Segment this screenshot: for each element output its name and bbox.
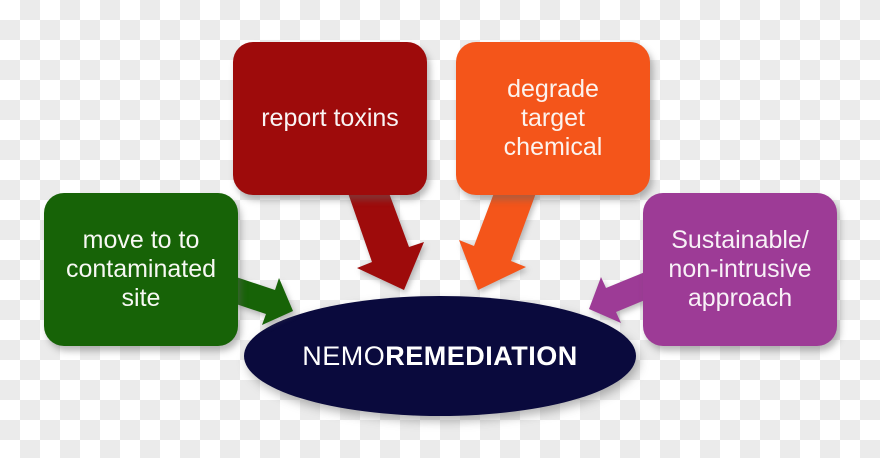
node-label: Sustainable/ non-intrusive approach — [668, 226, 812, 312]
center-ellipse — [244, 296, 636, 416]
node-label: move to to contaminated site — [65, 226, 217, 312]
center-title-prefix: NEMO — [302, 340, 386, 371]
arrow-from-degrade-chemical — [459, 193, 536, 290]
node-label: report toxins — [261, 104, 399, 132]
center-title-suffix: REMEDIATION — [385, 340, 578, 371]
node-degrade-target-chemical: degrade target chemical — [456, 42, 650, 195]
node-move-to-contaminated-site: move to to contaminated site — [44, 193, 238, 346]
arrow-from-report-toxins — [348, 193, 424, 290]
arrow-from-move-to-site — [236, 277, 293, 325]
node-sustainable-non-intrusive-approach: Sustainable/ non-intrusive approach — [643, 193, 837, 346]
arrow-from-sustainable-approach — [589, 272, 645, 323]
node-label: degrade target chemical — [503, 75, 603, 161]
node-report-toxins: report toxins — [233, 42, 427, 195]
